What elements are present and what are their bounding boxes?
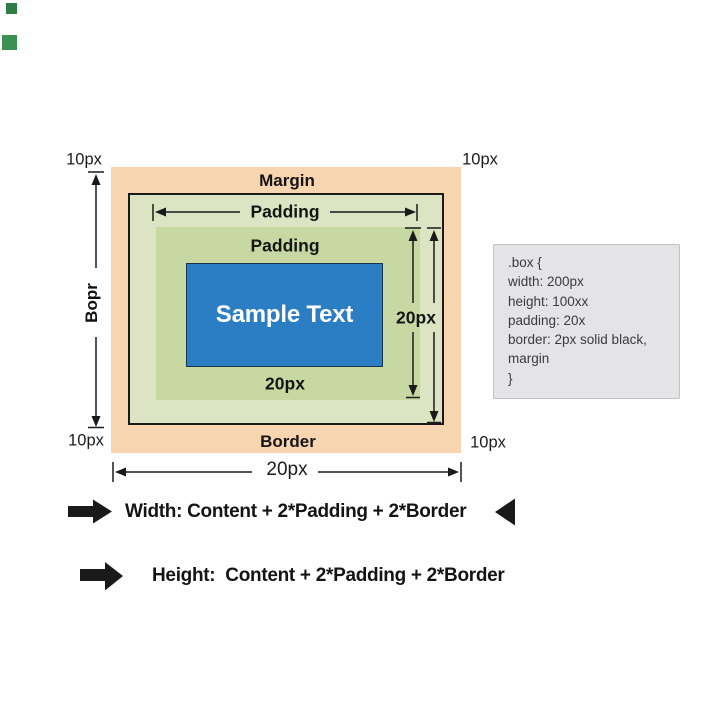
- border-label: Border: [260, 432, 316, 451]
- height-formula-text: Height: Content + 2*Padding + 2*Border: [152, 565, 505, 586]
- css-code-block: .box { width: 200px height: 100xx paddin…: [493, 244, 680, 399]
- code-line: .box {: [508, 255, 542, 270]
- code-line: margin: [508, 351, 550, 367]
- margin-value-top-left: 10px: [66, 150, 102, 169]
- corner-artifact-square-1: [6, 3, 17, 14]
- padding-inner-label: Padding: [250, 235, 320, 256]
- margin-value-bottom-left: 10px: [68, 431, 104, 450]
- padding-outer-label: Padding: [250, 201, 320, 222]
- code-line: width: 200px: [508, 274, 584, 290]
- width-formula-left-triangle-icon: [495, 498, 515, 526]
- margin-value-bottom-right: 10px: [470, 433, 506, 452]
- code-line: padding: 20x: [508, 312, 586, 328]
- width-formula-arrow-icon: [68, 499, 112, 524]
- code-line: height: 100xx: [508, 293, 589, 309]
- bottom-width-value: 20px: [266, 459, 308, 480]
- margin-label: Margin: [259, 171, 315, 190]
- padding-value-bottom: 20px: [265, 373, 305, 394]
- left-side-rotated-label: Bopr: [82, 283, 101, 323]
- content-box: Sample Text: [186, 263, 383, 367]
- height-formula-arrow-icon: [80, 562, 123, 591]
- margin-value-top-right: 10px: [462, 150, 498, 169]
- corner-artifact-square-2: [2, 35, 17, 50]
- width-formula-text: Width: Content + 2*Padding + 2*Border: [125, 501, 467, 522]
- padding-value-right: 20px: [396, 307, 436, 328]
- code-line: border: 2px solid black,: [508, 332, 647, 348]
- content-label: Sample Text: [215, 301, 354, 328]
- code-line: }: [508, 370, 513, 386]
